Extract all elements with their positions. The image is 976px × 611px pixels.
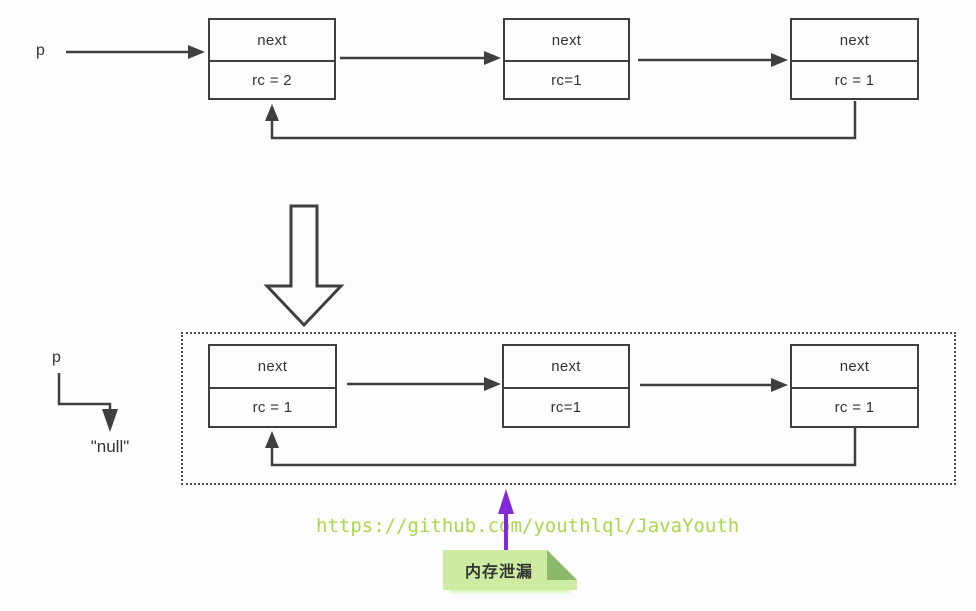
bottom-node-2: next rc=1 [502, 344, 630, 428]
null-pointer-polyline [57, 373, 118, 432]
dotted-region [181, 332, 956, 485]
node-next-field: next [504, 346, 628, 389]
bottom-node-3: next rc = 1 [790, 344, 919, 428]
node-rc-field: rc = 2 [252, 71, 292, 89]
note-shape [443, 550, 577, 590]
node-next-field: next [505, 20, 628, 62]
watermark-url: https://github.com/youthlql/JavaYouth [316, 515, 740, 537]
node-rc-field: rc = 1 [834, 71, 875, 89]
memory-leak-note [443, 550, 577, 590]
top-node-2: next rc=1 [503, 18, 630, 100]
top-arrow-node2-node3 [638, 53, 788, 67]
top-pointer-label: p [36, 42, 45, 59]
null-label: "null" [90, 437, 130, 456]
top-back-edge [265, 101, 857, 140]
node-next-field: next [792, 346, 917, 389]
top-arrow-node1-node2 [340, 51, 501, 65]
note-fold-icon [547, 550, 577, 580]
node-rc-field: rc = 1 [252, 399, 293, 416]
bottom-back-edge [265, 428, 857, 467]
node-rc-field: rc = 1 [834, 399, 875, 416]
node-next-field: next [210, 20, 334, 62]
top-node-3: next rc = 1 [790, 18, 919, 100]
bottom-arrow-node2-node3 [640, 378, 788, 392]
bottom-node-1: next rc = 1 [208, 344, 337, 428]
transform-down-arrow [263, 204, 345, 328]
node-rc-field: rc=1 [550, 399, 582, 416]
node-next-field: next [210, 346, 335, 389]
note-label: 内存泄漏 [464, 564, 533, 581]
node-rc-field: rc=1 [551, 71, 582, 89]
top-pointer-arrow [66, 45, 205, 59]
bottom-pointer-label: p [52, 349, 61, 366]
top-node-1: next rc = 2 [208, 18, 336, 100]
bottom-arrow-node1-node2 [347, 377, 501, 391]
node-next-field: next [792, 20, 917, 62]
